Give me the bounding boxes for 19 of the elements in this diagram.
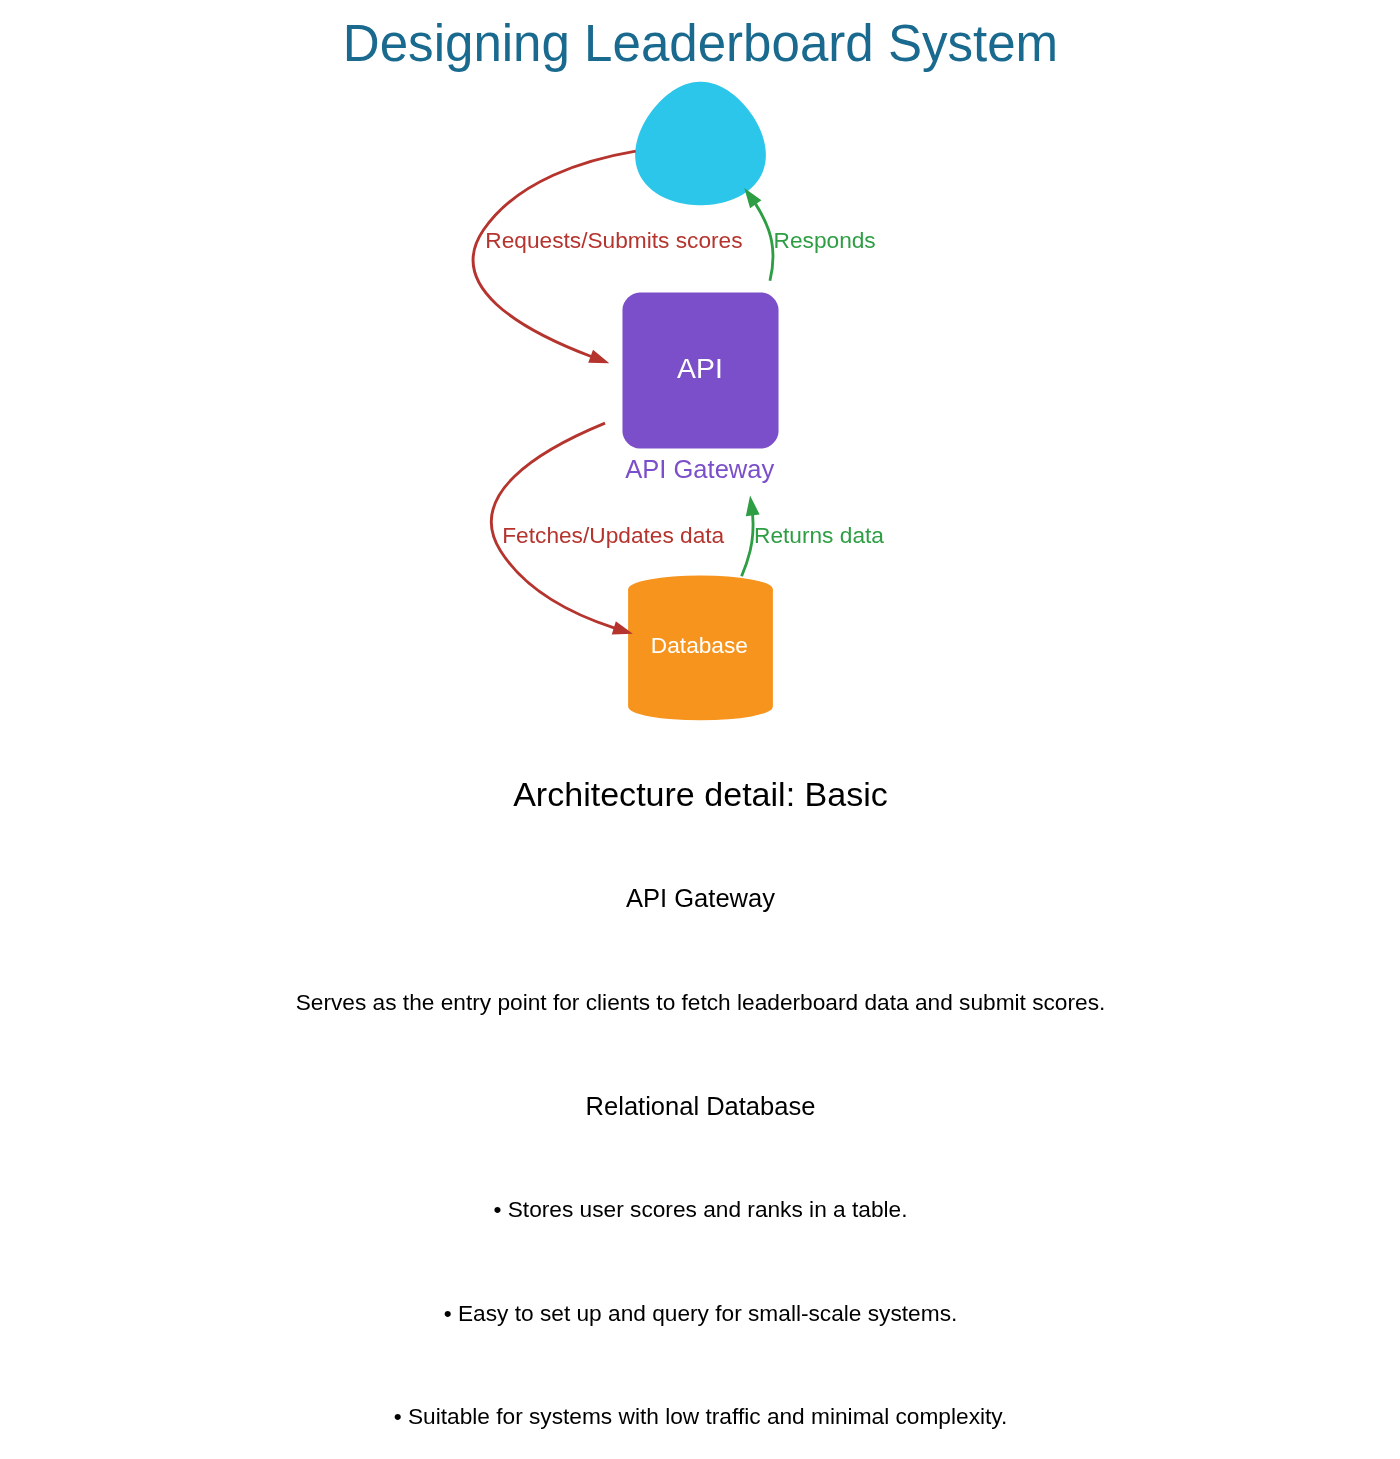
diagram-title: Designing Leaderboard System	[342, 14, 1058, 72]
edge-label: Responds	[773, 227, 876, 254]
arrow	[739, 495, 760, 577]
node-label: API Gateway	[624, 454, 774, 483]
node-person	[634, 81, 766, 206]
node-box: API	[621, 292, 779, 449]
label: Architecture detail: Basic	[512, 775, 888, 814]
label: • Stores user scores and ranks in a table.	[492, 1196, 908, 1223]
arrow	[471, 149, 636, 364]
label: Relational Database	[585, 1091, 815, 1120]
label: • Easy to set up and query for small-scale systems.	[443, 1299, 957, 1326]
label: Serves as the entry point for clients to fetch leaderboard data and submit scores.	[295, 989, 1105, 1016]
edge-label: Fetches/Updates data	[501, 522, 724, 549]
label: API Gateway	[625, 884, 775, 913]
edge-label: Requests/Submits scores	[484, 227, 743, 254]
arrow	[743, 187, 774, 282]
edge-label: Returns data	[753, 522, 884, 549]
label: • Suitable for systems with low traffic and minimal complexity.	[393, 1403, 1007, 1430]
arrow	[489, 421, 633, 635]
